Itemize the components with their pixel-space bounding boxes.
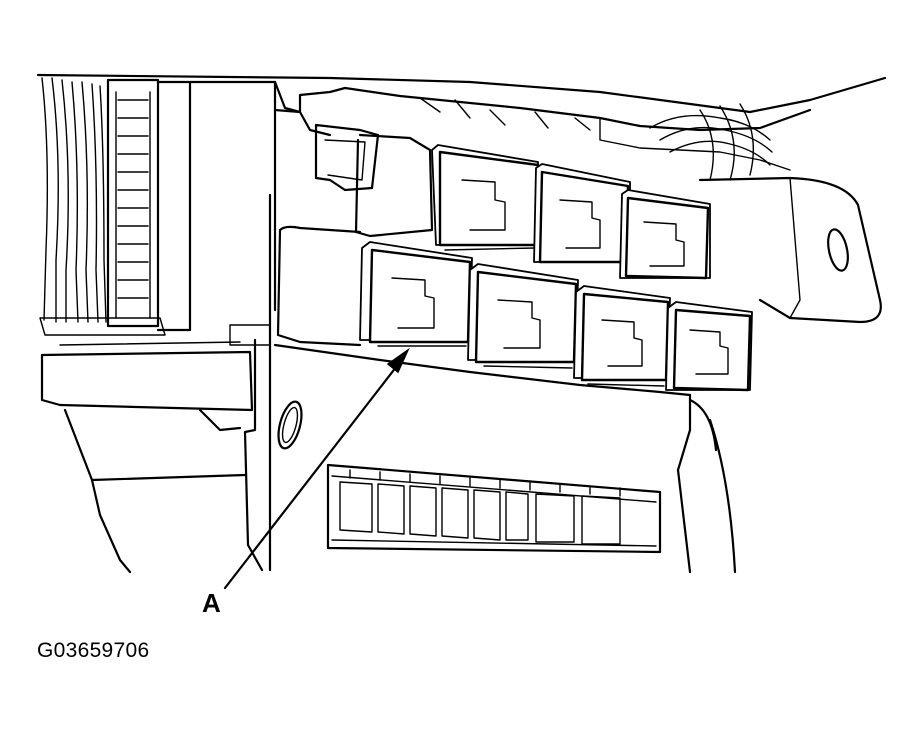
arrowhead-icon <box>386 347 410 374</box>
relay-7 <box>665 301 753 392</box>
callout-leader <box>223 347 410 590</box>
relay-5 <box>467 263 579 369</box>
relay-3 <box>619 189 711 280</box>
left-wire-harness <box>41 77 107 323</box>
relay-row-bottom <box>359 241 753 392</box>
fuse-strip <box>326 463 662 554</box>
housing <box>36 73 887 574</box>
relay-4 <box>359 241 473 347</box>
side-connector <box>39 78 277 336</box>
callout-label-a: A <box>202 588 221 618</box>
relay-row-top <box>431 144 711 280</box>
relay-2 <box>533 163 631 264</box>
relay-6 <box>573 285 671 387</box>
relay-1 <box>431 144 541 251</box>
figure-id: G03659706 <box>37 639 150 662</box>
